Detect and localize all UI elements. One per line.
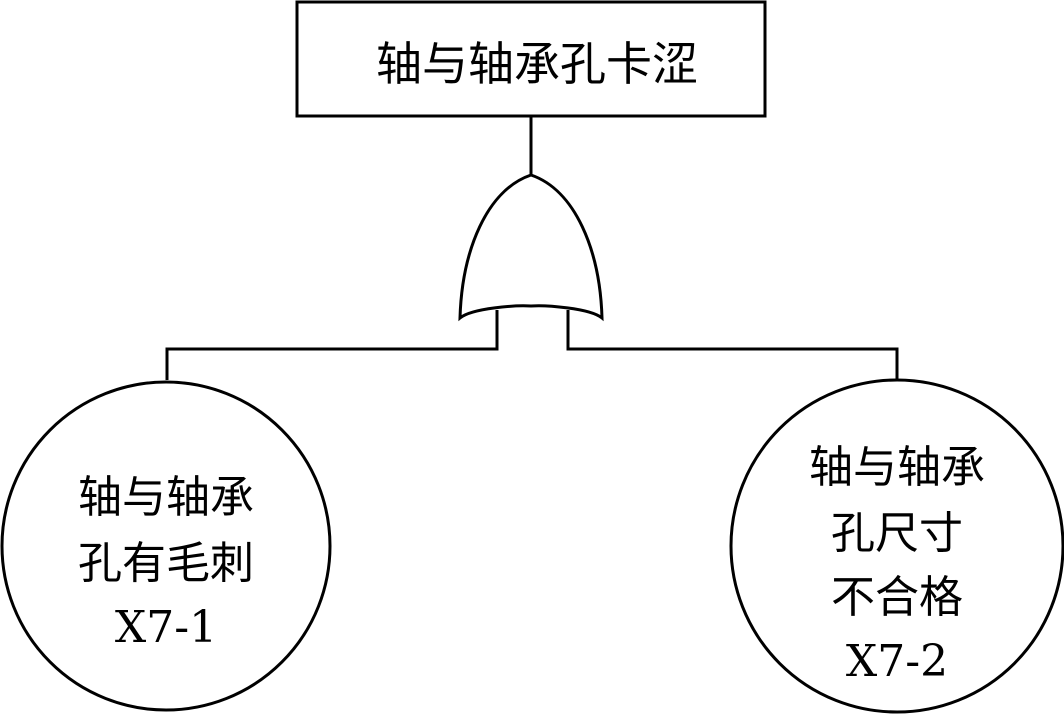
basic-event-circle-1 xyxy=(0,380,332,712)
event-2-line-2: 孔尺寸 xyxy=(831,508,963,559)
event-1-line-2: 孔有毛刺 xyxy=(78,538,254,589)
event-2-line-3: 不合格 xyxy=(831,572,963,623)
event-2-code: X7-2 xyxy=(846,636,948,687)
basic-event-circle-2 xyxy=(729,378,1064,714)
event-1-code: X7-1 xyxy=(115,602,217,653)
top-event-label: 轴与轴承孔卡涩 xyxy=(376,37,698,91)
right-connector xyxy=(566,310,899,380)
left-connector xyxy=(165,310,499,380)
event-2-line-1: 轴与轴承 xyxy=(809,442,985,493)
or-gate xyxy=(458,173,604,322)
event-1-line-1: 轴与轴承 xyxy=(78,472,254,523)
